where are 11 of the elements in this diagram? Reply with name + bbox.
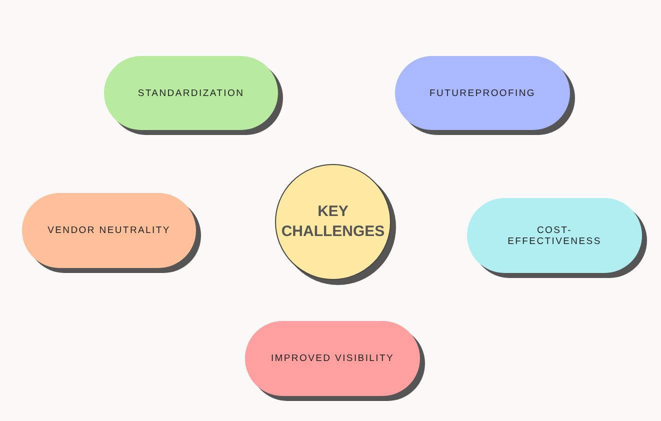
node-label: FUTUREPROOFING — [430, 88, 536, 98]
topic-pill — [467, 198, 642, 273]
topic-pill — [245, 321, 420, 396]
node-label: VENDOR NEUTRALITY — [48, 225, 170, 236]
topic-pill — [395, 56, 570, 130]
node-label: KEY CHALLENGES — [281, 202, 385, 242]
topic-pill — [22, 193, 196, 268]
node-label: IMPROVED VISIBILITY — [270, 353, 394, 364]
topic-pill — [104, 56, 278, 130]
node-label: STANDARDIZATION — [138, 88, 244, 98]
node-label: COST-EFFECTIVENESS — [507, 224, 602, 246]
